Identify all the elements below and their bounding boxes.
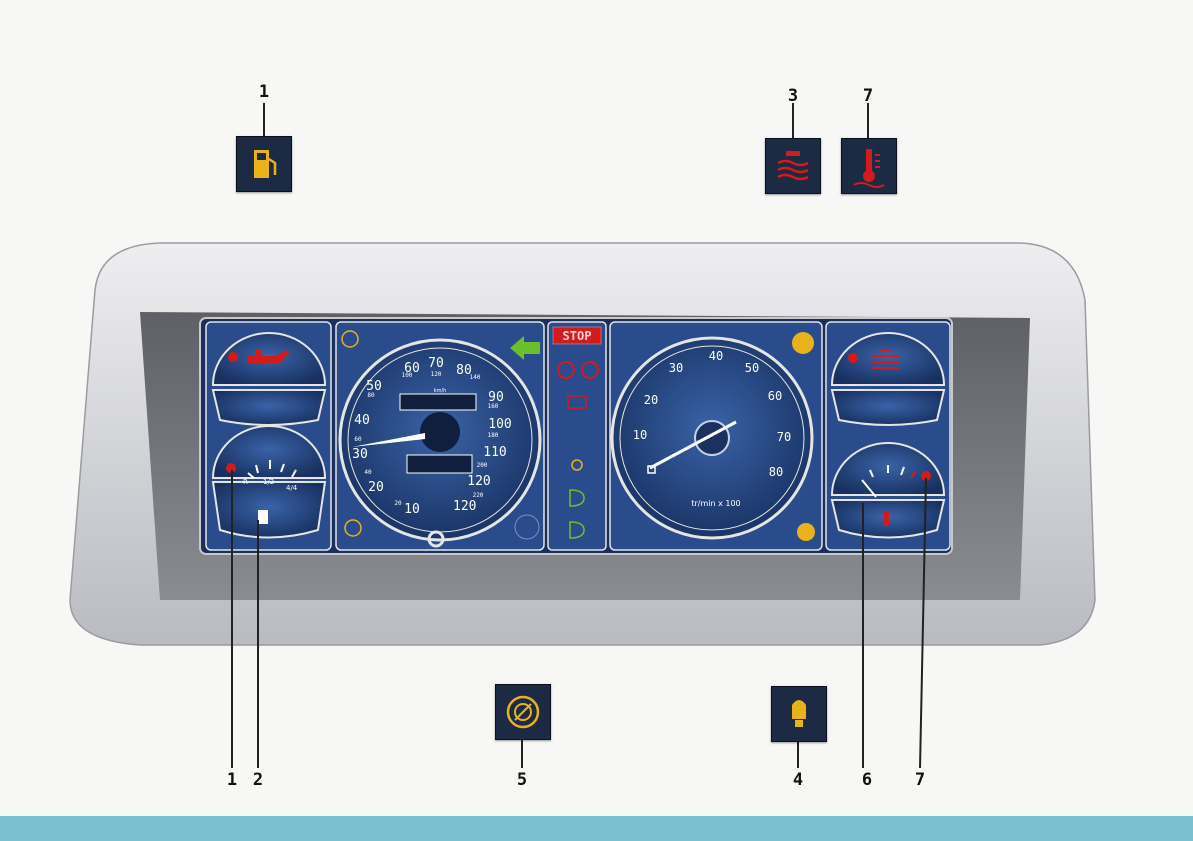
callout-5-bottom: 5 (507, 770, 537, 790)
fuel-mark-full: 4/4 (286, 484, 298, 492)
speed-small-label-180: 180 (488, 432, 499, 439)
glow-plug-icon (772, 687, 826, 741)
speed-label-70: 70 (428, 356, 444, 371)
speed-small-label-200: 200 (477, 462, 488, 469)
speed-small-label-140: 140 (470, 374, 481, 381)
coolant-level-tile (765, 138, 821, 194)
speed-small-label-60: 60 (354, 436, 362, 443)
fuel-mark-half: 1/2 (263, 478, 274, 486)
fuel-mark-r: R (243, 478, 248, 486)
tach-label-30: 30 (669, 361, 683, 375)
speedometer-bottom-label: 120 (453, 499, 476, 514)
speed-label-10: 10 (404, 502, 420, 517)
service-lamp (792, 332, 814, 354)
callout-4-bottom: 4 (783, 770, 813, 790)
tach-label-20: 20 (644, 393, 658, 407)
callout-1-top: 1 (249, 82, 279, 102)
speed-small-label-220: 220 (473, 492, 484, 499)
tach-label-40: 40 (709, 349, 723, 363)
speed-small-label-160: 160 (488, 403, 499, 410)
speed-small-label-20: 20 (394, 500, 402, 507)
tach-label-50: 50 (745, 361, 759, 375)
stop-warning-label: STOP (563, 329, 592, 343)
callout-3-top: 3 (778, 86, 808, 106)
callout-7-top: 7 (853, 86, 883, 106)
oil-warning-lamp (228, 352, 238, 362)
fuel-reserve-tile (236, 136, 292, 192)
coolant-temp-tile (841, 138, 897, 194)
speed-label-120: 120 (467, 474, 490, 489)
bottom-color-band (0, 816, 1193, 841)
tach-label-10: 10 (633, 428, 647, 442)
tach-label-70: 70 (777, 430, 791, 444)
right-gauge-panel (826, 322, 950, 550)
speed-small-label-100: 100 (402, 372, 413, 379)
callout-2-bottom: 2 (243, 770, 273, 790)
coolant-temp-icon (884, 512, 889, 526)
speed-label-20: 20 (368, 480, 384, 495)
speed-label-40: 40 (354, 413, 370, 428)
left-gauge-panel: R 1/2 4/4 (206, 322, 331, 550)
thermometer-icon (842, 139, 896, 193)
speed-small-label-40: 40 (364, 469, 372, 476)
brake-pad-wear-tile (495, 684, 551, 740)
speed-label-110: 110 (483, 445, 506, 460)
fuel-pump-icon (237, 137, 291, 191)
coolant-level-lamp (848, 353, 858, 363)
speed-label-100: 100 (488, 417, 511, 432)
fuel-pump-icon (258, 510, 268, 524)
speedometer-unit: km/h (434, 388, 447, 394)
speed-small-label-80: 80 (367, 392, 375, 399)
speed-label-30: 30 (352, 447, 368, 462)
brake-pad-icon (496, 685, 550, 739)
tach-label-80: 80 (769, 465, 783, 479)
preheat-tile (771, 686, 827, 742)
callout-7-bottom: 7 (905, 770, 935, 790)
tach-label-60: 60 (768, 389, 782, 403)
callout-6-bottom: 6 (852, 770, 882, 790)
preheat-lamp (797, 523, 815, 541)
coolant-level-icon (766, 139, 820, 193)
speed-small-label-120: 120 (431, 371, 442, 378)
tachometer-unit: tr/min x 100 (691, 499, 740, 508)
warning-light-strip: STOP (548, 322, 606, 550)
